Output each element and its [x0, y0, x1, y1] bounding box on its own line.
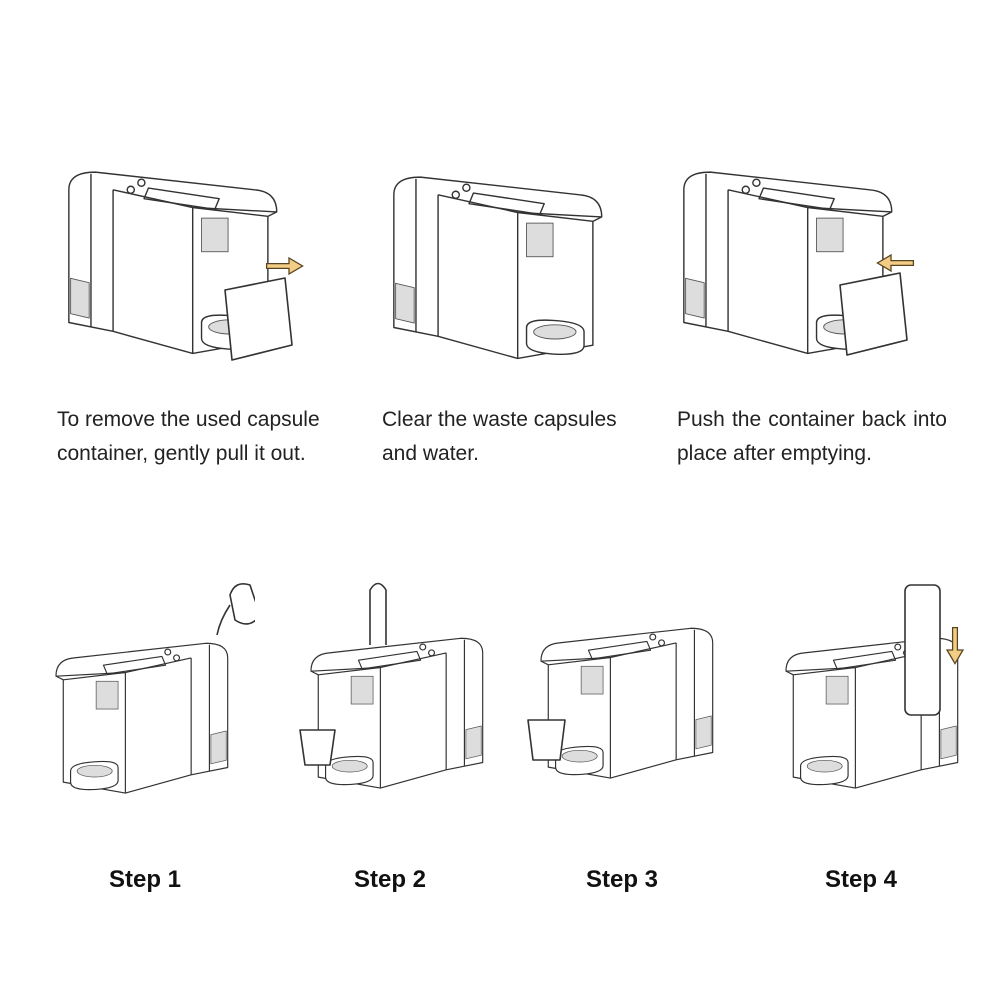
arrow-right-icon [265, 257, 304, 275]
water-jug [229, 582, 255, 625]
caption-clear-waste: Clear the waste capsules and water. [382, 408, 617, 465]
cup [527, 719, 566, 761]
caption-remove-container: To remove the used capsule container, ge… [57, 408, 320, 465]
lever [369, 582, 387, 645]
step-3-label: Step 3 [585, 866, 659, 893]
illustration-step-1 [55, 582, 255, 794]
capsule-container [839, 272, 908, 356]
capsule-container [224, 277, 293, 361]
illustration-push-back [683, 171, 915, 356]
water-tank [904, 584, 941, 716]
step-2-label: Step 2 [353, 866, 427, 893]
water-stream [216, 604, 231, 636]
step-4-label: Step 4 [824, 866, 898, 893]
cup [299, 729, 336, 766]
step-1-label: Step 1 [108, 866, 182, 893]
illustration-clear-waste [393, 176, 603, 360]
illustration-pull-out-container [68, 171, 304, 361]
illustration-step-4 [785, 584, 964, 789]
illustration-step-3 [527, 627, 714, 779]
caption-push-back: Push the container back into place after… [677, 408, 947, 465]
illustration-step-2 [299, 582, 484, 789]
